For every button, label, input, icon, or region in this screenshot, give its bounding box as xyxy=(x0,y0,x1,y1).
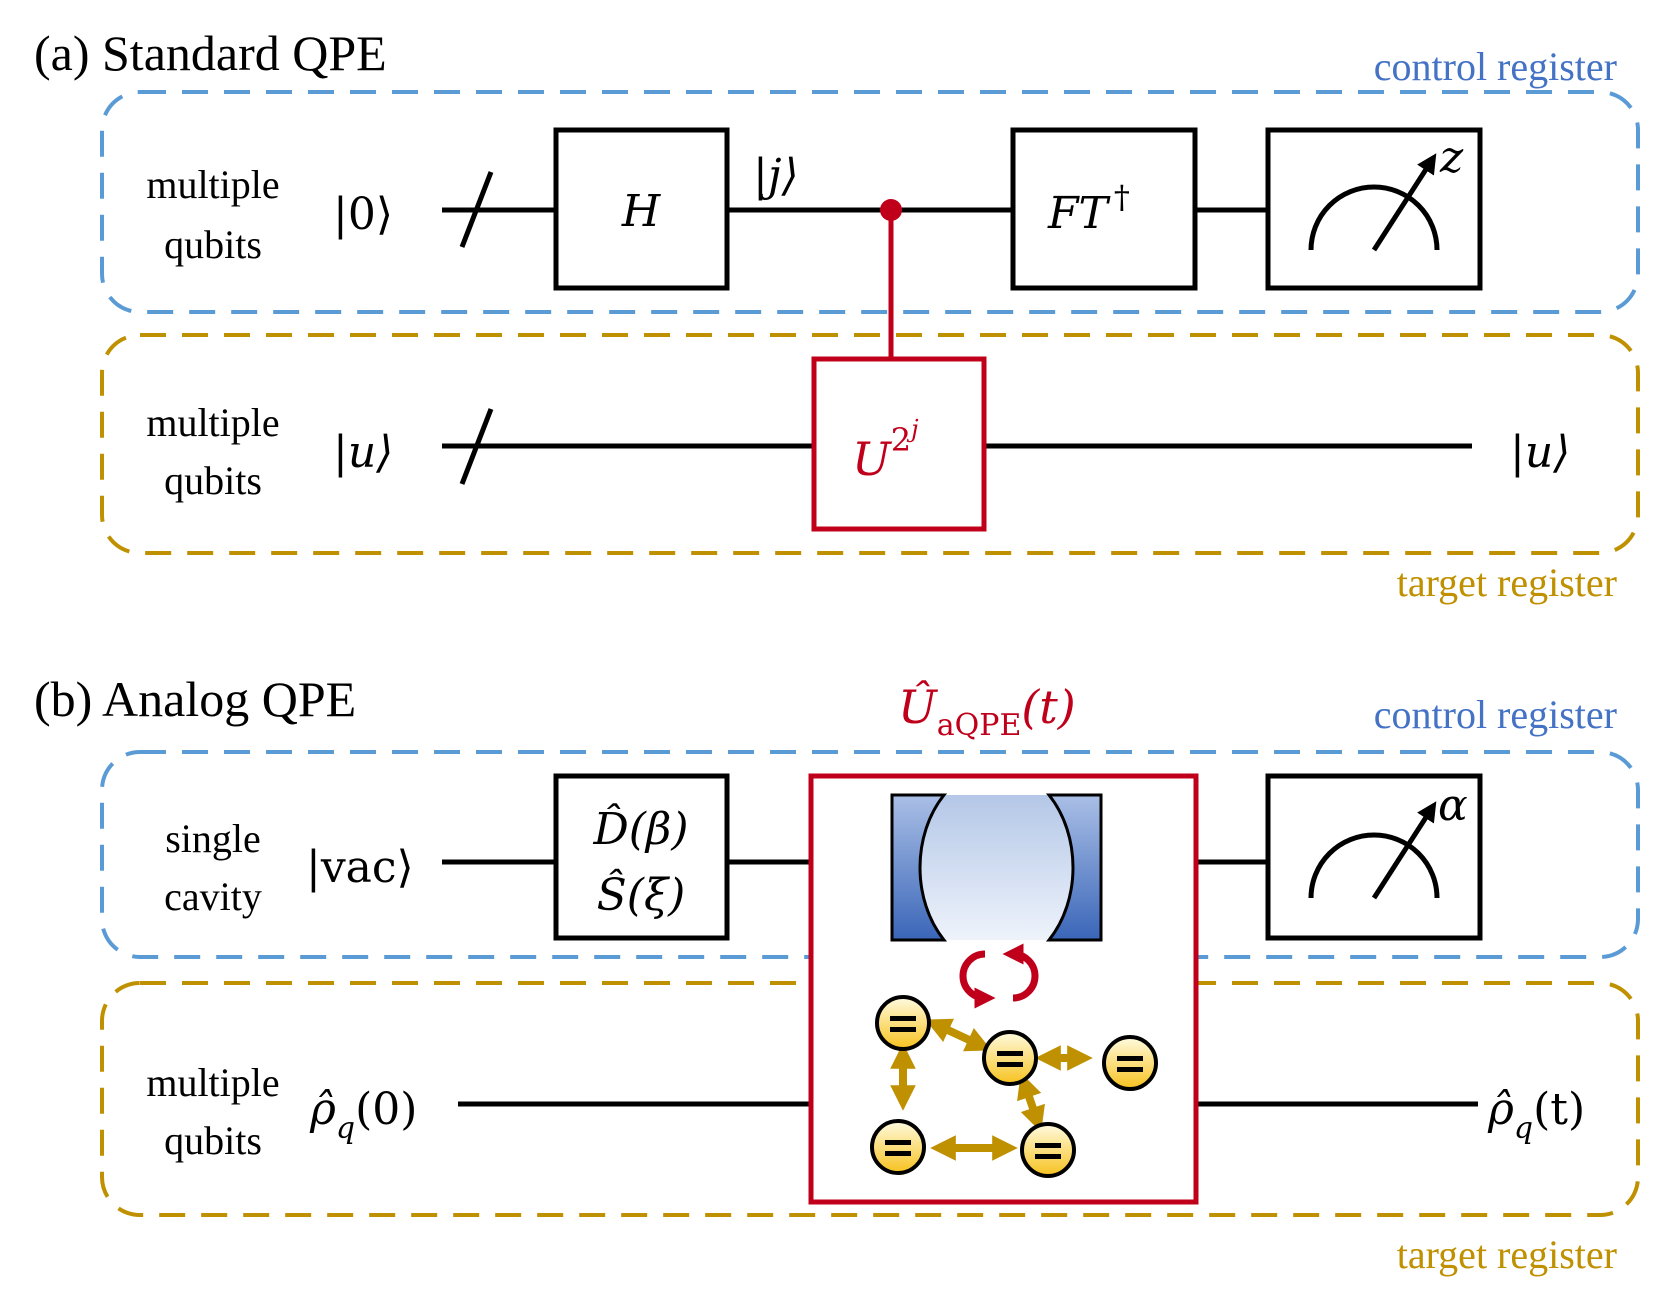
control-side-label-line2: cavity xyxy=(164,874,262,919)
target-input-ket: |u⟩ xyxy=(333,427,393,478)
displacement-label: D̂(β) xyxy=(592,802,688,855)
qubit-icon xyxy=(982,1030,1038,1086)
evolution-operator-label: ÛaQPE(t) xyxy=(898,679,1076,743)
control-input-ket: |0⟩ xyxy=(333,189,393,240)
register-slash-icon xyxy=(459,171,494,248)
meter-needle-icon xyxy=(1371,153,1437,252)
inverse-fourier-label: FT† xyxy=(1047,178,1130,239)
qubit-icon xyxy=(1102,1035,1158,1091)
control-dot xyxy=(880,199,902,221)
target-output-ket: |u⟩ xyxy=(1510,427,1570,478)
control-register-label: control register xyxy=(1374,44,1617,89)
displacement-squeezing-gate xyxy=(553,773,730,941)
target-register-box xyxy=(100,333,1640,555)
qubit-icon xyxy=(875,995,931,1051)
control-side-label-line2: qubits xyxy=(164,222,262,267)
control-register-box xyxy=(100,90,1640,314)
cavity-input-ket: |vac⟩ xyxy=(306,842,414,893)
target-side-label-line2: qubits xyxy=(164,1118,262,1163)
measure-quadrature-label: α xyxy=(1438,780,1468,831)
hadamard-label: H xyxy=(621,186,662,237)
control-side-label-line1: single xyxy=(165,816,261,861)
measure-basis-label: z xyxy=(1439,132,1464,183)
coupling-arrow-icon xyxy=(1017,1072,1045,1133)
target-side-label-line1: multiple xyxy=(146,400,279,445)
qubit-icon xyxy=(870,1119,926,1175)
hadamard-gate xyxy=(553,127,730,291)
controlled-u-label: U2j xyxy=(852,415,919,486)
control-side-label-line1: multiple xyxy=(146,162,279,207)
cavity-field-icon xyxy=(918,795,1075,940)
panel-b-title: (b) Analog QPE xyxy=(34,671,356,727)
qubit-icon xyxy=(1020,1122,1076,1178)
target-side-label-line1: multiple xyxy=(146,1060,279,1105)
measurement-box xyxy=(1265,773,1483,941)
qubit-output-state: ρ̂q(t) xyxy=(1487,1084,1585,1146)
qubit-couplings xyxy=(890,1018,1093,1161)
panel-a-title: (a) Standard QPE xyxy=(34,25,387,81)
panel-a: (a) Standard QPE control register target… xyxy=(34,25,1640,605)
target-register-label: target register xyxy=(1397,560,1617,605)
meter-needle-icon xyxy=(1371,801,1437,900)
control-register-label: control register xyxy=(1374,692,1617,737)
exchange-cycle-icon xyxy=(959,943,1039,1009)
target-side-label-line2: qubits xyxy=(164,458,262,503)
coupling-arrow-icon xyxy=(925,1018,992,1052)
controlled-u-gate xyxy=(811,356,987,532)
left-mirror-icon xyxy=(890,793,948,942)
meter-arc-icon xyxy=(1308,184,1440,251)
target-register-label: target register xyxy=(1397,1232,1617,1277)
wire-label-j: |j⟩ xyxy=(753,150,799,201)
panel-b: (b) Analog QPE ÛaQPE(t) control register… xyxy=(34,671,1640,1277)
measurement-box xyxy=(1265,127,1483,291)
squeezing-label: Ŝ(ξ) xyxy=(597,868,686,921)
register-slash-icon xyxy=(459,408,494,485)
meter-arc-icon xyxy=(1308,832,1440,899)
cavity-icon xyxy=(890,793,1103,942)
qubit-input-state: ρ̂q(0) xyxy=(309,1084,417,1146)
right-mirror-icon xyxy=(1045,793,1103,942)
inverse-fourier-gate xyxy=(1010,127,1198,291)
